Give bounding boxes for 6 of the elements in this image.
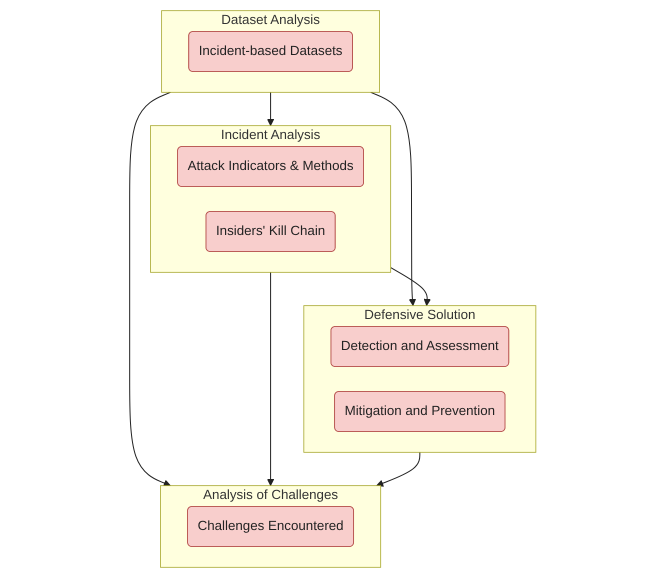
arrow [376,451,421,486]
arrow [370,91,416,306]
arrow [267,271,274,486]
arrow [267,91,274,126]
arrow [129,91,172,486]
arrow [390,266,432,306]
